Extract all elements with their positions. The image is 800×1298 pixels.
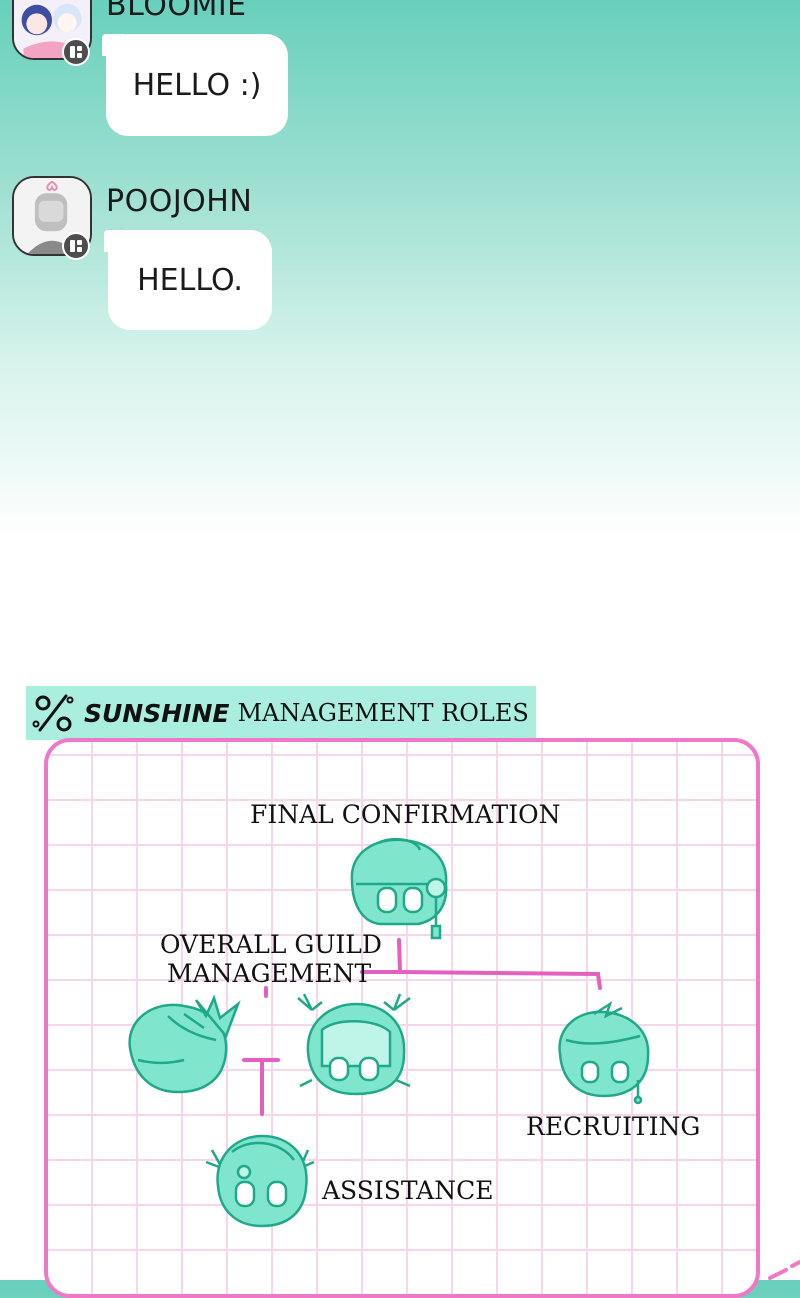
app-badge-icon [62, 232, 90, 260]
chart-title-emphasis: SUNSHINE [84, 698, 230, 728]
app-badge-icon [62, 38, 90, 66]
role-overall-management-line1: OVERALL GUILD [160, 930, 382, 959]
role-assistance: ASSISTANCE [322, 1176, 494, 1205]
corner-dashes-icon [768, 1260, 800, 1280]
message-text: HELLO :) [132, 67, 262, 103]
message-text: HELLO. [137, 262, 243, 298]
chart-title: MANAGEMENT ROLES [237, 699, 529, 727]
percent-icon [32, 694, 74, 732]
character-avatar-icon [14, 0, 90, 58]
username: BLOOMIE [106, 0, 247, 23]
role-final-confirmation: FINAL CONFIRMATION [250, 800, 561, 829]
roles-chart-header: SUNSHINE MANAGEMENT ROLES [26, 686, 536, 740]
message-bubble: HELLO. [104, 230, 272, 330]
message-bubble: HELLO :) [102, 34, 288, 136]
role-overall-management-line2: MANAGEMENT [167, 959, 372, 988]
username: POOJOHN [106, 184, 253, 219]
avatar-bloomie[interactable] [12, 0, 92, 60]
role-recruiting: RECRUITING [526, 1112, 701, 1141]
